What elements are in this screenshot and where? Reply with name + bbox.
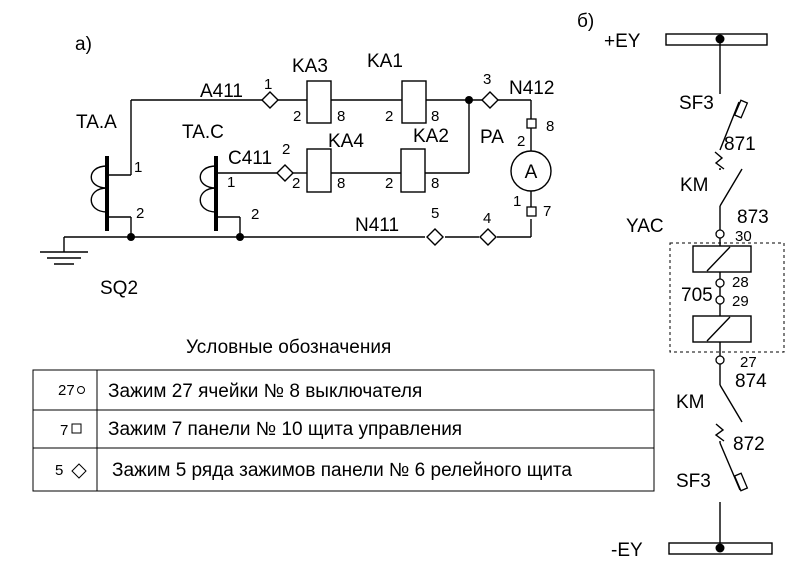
- yac-label: YAC: [626, 216, 664, 237]
- neg-bus-label: -EY: [611, 540, 643, 561]
- ka1-label: KA1: [367, 51, 403, 72]
- pin-5: 5: [431, 205, 439, 222]
- n412-pin-3: 3: [483, 71, 491, 88]
- pos-bus-label: +EY: [604, 31, 641, 52]
- panel-a-schematic: а) N411 5 4 TA.A: [40, 34, 554, 299]
- ta-c-pin-2: 2: [251, 206, 259, 223]
- sf3-bot-label: SF3: [676, 471, 711, 492]
- a411-pin-1: 1: [264, 76, 272, 93]
- terminal-pin-8: 8: [546, 118, 554, 135]
- ka3-pin-8: 8: [337, 108, 345, 125]
- pin-28: 28: [732, 274, 749, 291]
- breaker-sf3-bot: [714, 423, 749, 547]
- sf3-top-label: SF3: [679, 93, 714, 114]
- clamp-diamond-icon: [71, 463, 87, 479]
- cell-clamp-27: [715, 355, 725, 365]
- pin-4: 4: [483, 210, 491, 227]
- relay-terminal-5: [426, 228, 444, 246]
- legend-title: Условные обозначения: [186, 337, 391, 358]
- panel-b-schematic: б) +EY SF3 871 KM 873 YAC 30 28: [577, 11, 785, 561]
- n412-label: N412: [509, 78, 554, 99]
- ka1-pin-2: 2: [385, 108, 393, 125]
- legend-symbol-27: 27: [58, 382, 75, 399]
- terminal-pin-7: 7: [543, 203, 551, 220]
- relay-terminal-1: [261, 91, 279, 109]
- ammeter-symbol: A: [525, 162, 538, 183]
- km-top-label: KM: [680, 175, 709, 196]
- junction-dot: [715, 543, 725, 553]
- relay-ka2: [400, 148, 426, 193]
- breaker-sf3-top: [714, 99, 749, 170]
- pa-pin-1: 1: [513, 193, 521, 210]
- ka4-pin-2: 2: [292, 175, 300, 192]
- panel-terminal-7: [526, 206, 537, 217]
- pa-pin-2: 2: [517, 133, 525, 150]
- relay-ka1: [401, 80, 427, 124]
- ka3-label: KA3: [292, 56, 328, 77]
- panel-terminal-8: [526, 118, 537, 129]
- ka4-label: KA4: [328, 131, 364, 152]
- ka2-pin-8: 8: [431, 175, 439, 192]
- clamp-square-icon: [71, 423, 82, 434]
- cell-clamp-30: [715, 229, 725, 239]
- cell-clamp-29: [715, 295, 725, 305]
- a411-label: A411: [200, 81, 243, 102]
- relay-terminal-4: [479, 228, 497, 246]
- relay-ka4: [306, 148, 332, 193]
- pa-label: PA: [480, 127, 504, 148]
- pin-27: 27: [740, 354, 757, 371]
- c411-wire: [293, 100, 470, 174]
- panel-a-tag: а): [75, 34, 92, 55]
- ta-a-pin-1: 1: [134, 159, 142, 176]
- current-transformer-ta-c: [199, 156, 277, 237]
- legend: Условные обозначения 27 Зажим 27 ячейки …: [32, 337, 655, 492]
- node-873: 873: [737, 207, 769, 228]
- coil-lower: [692, 315, 752, 343]
- cell-clamp-28: [715, 278, 725, 288]
- ground-symbol: [40, 237, 88, 265]
- km-bot-label: KM: [676, 392, 705, 413]
- legend-row-text: Зажим 5 ряда зажимов панели № 6 релейног…: [112, 460, 572, 481]
- ta-a-label: TA.A: [76, 112, 117, 133]
- ka3-pin-2: 2: [293, 108, 301, 125]
- node-872: 872: [733, 434, 765, 455]
- ta-c-pin-1: 1: [227, 174, 235, 191]
- legend-table: [32, 369, 655, 492]
- pin-30: 30: [735, 228, 752, 245]
- c411-pin-2: 2: [282, 141, 290, 158]
- relay-ka3: [306, 80, 332, 124]
- legend-row-text: Зажим 7 панели № 10 щита управления: [108, 419, 462, 440]
- ka4-pin-8: 8: [337, 175, 345, 192]
- n411-label: N411: [355, 215, 399, 236]
- relay-terminal-2: [276, 164, 294, 182]
- relay-terminal-3: [481, 91, 499, 109]
- ka1-pin-8: 8: [431, 108, 439, 125]
- current-transformer-ta-a: [90, 100, 132, 237]
- node-871: 871: [724, 134, 756, 155]
- ta-c-label: TA.C: [182, 122, 224, 143]
- ta-a-pin-2: 2: [136, 205, 144, 222]
- c411-label: C411: [228, 148, 272, 169]
- legend-symbol-5: 5: [55, 462, 63, 479]
- legend-symbol-7: 7: [60, 422, 68, 439]
- clamp-circle-icon: [77, 386, 85, 394]
- sq2-label: SQ2: [100, 278, 138, 299]
- panel-b-tag: б): [577, 11, 594, 32]
- n411-wire: [64, 219, 532, 238]
- ka2-label: KA2: [413, 126, 449, 147]
- node-705: 705: [681, 285, 713, 306]
- pin-29: 29: [732, 293, 749, 310]
- coil-upper: [692, 245, 752, 273]
- yac-coil-block: [669, 242, 785, 353]
- node-874: 874: [735, 371, 767, 392]
- ka2-pin-2: 2: [385, 175, 393, 192]
- legend-row-text: Зажим 27 ячейки № 8 выключателя: [108, 381, 422, 402]
